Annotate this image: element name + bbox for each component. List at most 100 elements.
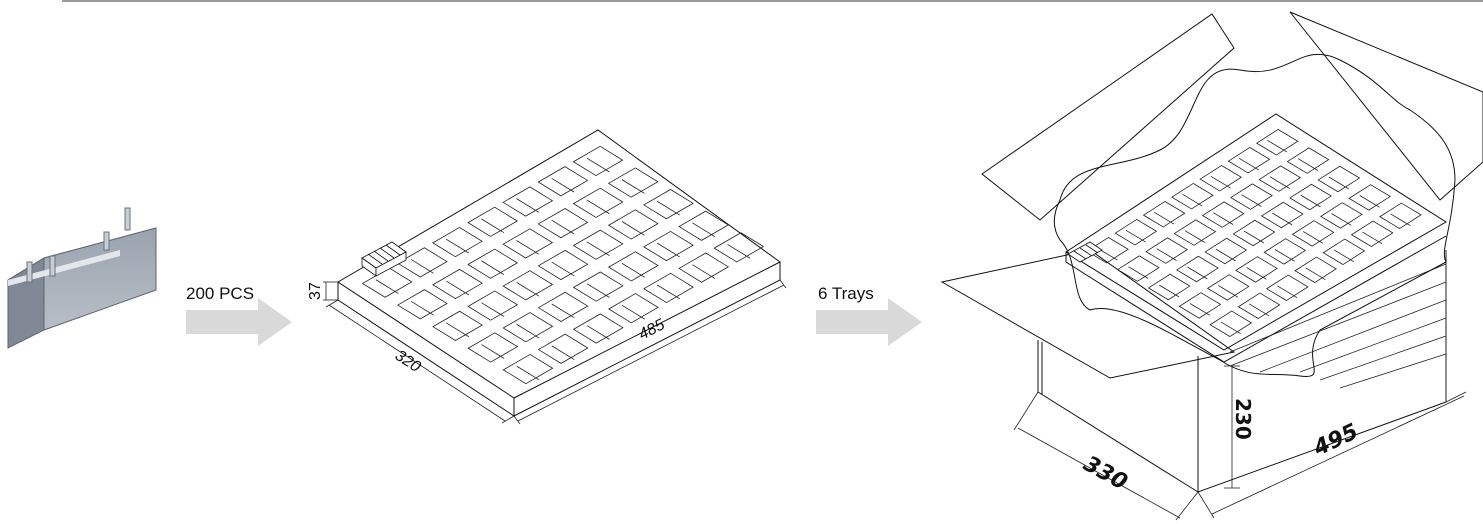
tray-pocket <box>1176 255 1219 283</box>
tray-pocket-divider <box>1125 229 1146 243</box>
tray-pocket <box>432 226 483 258</box>
tray-pocket-divider <box>727 244 751 259</box>
tray-pocket-divider <box>1184 230 1205 243</box>
tray-pocket <box>467 332 519 363</box>
tray-pocket <box>1199 165 1243 192</box>
tray-pocket-divider <box>1390 213 1411 227</box>
tray-pocket <box>467 290 519 321</box>
tray-pocket-divider <box>516 323 540 339</box>
tray-pocket <box>572 187 624 218</box>
tray-pocket <box>572 145 624 177</box>
tray-pocket-divider <box>1297 158 1319 171</box>
tray-pocket-divider <box>1300 194 1321 208</box>
tray-pocket-divider <box>516 240 540 255</box>
tray-pocket <box>1237 292 1281 319</box>
tray-pocket-divider <box>1267 139 1288 153</box>
tray-pocket <box>1232 219 1276 247</box>
tray-width-dimension: 320 <box>392 347 424 376</box>
tray-pocket <box>713 232 765 263</box>
tray-pocket <box>537 208 589 239</box>
tray-pocket <box>1263 238 1307 265</box>
tray-pocket <box>432 268 483 300</box>
box-width-dimension: 330 <box>1079 451 1131 495</box>
tray-pocket-divider <box>516 365 540 381</box>
tray-pocket-divider <box>1156 248 1177 261</box>
tray-pocket <box>502 353 554 385</box>
tray-pocket <box>678 210 730 241</box>
tray-pocket-divider <box>1128 266 1149 279</box>
tray-pocket-divider <box>586 283 610 298</box>
tray-pocket <box>1086 237 1129 264</box>
tray-pocket <box>572 229 624 260</box>
tray-pocket <box>502 270 554 301</box>
shipping-box <box>940 11 1483 521</box>
tray-pocket-divider <box>1220 321 1241 335</box>
tray-pocket-divider <box>481 218 505 234</box>
tray-pocket <box>1350 220 1394 247</box>
tray-pocket <box>572 271 624 302</box>
tray-pocket <box>1171 183 1214 210</box>
tray-pocket <box>1255 129 1299 156</box>
tray-pocket <box>537 291 589 322</box>
tray-pocket <box>467 248 519 279</box>
tray-pocket-divider <box>446 322 470 338</box>
tray-pocket-divider <box>410 259 434 274</box>
tray-height-dimension: 37 <box>307 282 324 300</box>
tray-pocket-divider <box>481 344 505 359</box>
tray-pocket-divider <box>1189 303 1211 316</box>
tray-pocket-divider <box>516 282 540 297</box>
tray-pocket-divider <box>551 177 575 193</box>
tray-pocket <box>1142 201 1186 228</box>
tray-pocket-divider <box>1159 284 1180 298</box>
tray-pocket <box>1294 256 1337 283</box>
tray-pocket-divider <box>1241 194 1262 207</box>
tray-pocket <box>1206 274 1250 301</box>
tray-pocket-divider <box>410 301 434 316</box>
tray-pocket <box>502 312 554 343</box>
tray-pocket <box>1147 273 1191 301</box>
tray-pocket-divider <box>1333 249 1354 263</box>
tray-pocket-divider <box>375 279 399 294</box>
tray-pocket-divider <box>551 345 575 361</box>
tray-pocket <box>1201 201 1245 228</box>
tray <box>323 129 787 425</box>
tray-pocket <box>396 247 448 278</box>
tray-pocket <box>1286 147 1330 174</box>
tray-pocket <box>1265 274 1309 301</box>
tray-pocket-divider <box>1359 195 1380 208</box>
step-label-trays: 6 Trays <box>818 284 874 303</box>
tray-pocket <box>1116 255 1160 282</box>
tray-pocket-divider <box>1210 175 1231 189</box>
tray-pocket <box>643 230 694 262</box>
arrow-1 <box>186 298 292 346</box>
tray-pocket-divider <box>586 157 610 173</box>
tray-pocket-divider <box>481 302 505 317</box>
tray-pocket <box>432 310 483 341</box>
tray-pocket <box>537 333 589 364</box>
tray-pocket-divider <box>1246 267 1267 280</box>
tray-pocket <box>1178 292 1222 319</box>
tray-pocket-divider <box>1274 249 1295 262</box>
tray-pocket <box>1348 184 1392 211</box>
tray-pocket-divider <box>1272 212 1293 226</box>
tray-pocket <box>1235 256 1278 283</box>
tray-pocket-divider <box>516 198 540 213</box>
tray-pocket <box>502 228 554 259</box>
tray-pocket <box>467 206 519 237</box>
tray-pocket <box>1289 183 1332 211</box>
tray-pocket-divider <box>551 261 575 277</box>
tray-pocket-divider <box>692 264 716 279</box>
tray-pocket-divider <box>1277 285 1298 299</box>
tray-pocket-divider <box>1154 211 1175 225</box>
tray-pocket-divider <box>621 263 645 278</box>
tray-pocket-divider <box>1303 231 1324 244</box>
tray-pocket-divider <box>621 221 645 236</box>
tray-pocket <box>607 167 659 198</box>
tray-pocket <box>537 166 589 197</box>
tray-pocket <box>643 272 694 304</box>
tray-pocket <box>1173 219 1217 246</box>
tray-pocket <box>396 289 448 320</box>
tray-pocket-divider <box>586 325 610 340</box>
tray-pocket-divider <box>1187 266 1208 280</box>
